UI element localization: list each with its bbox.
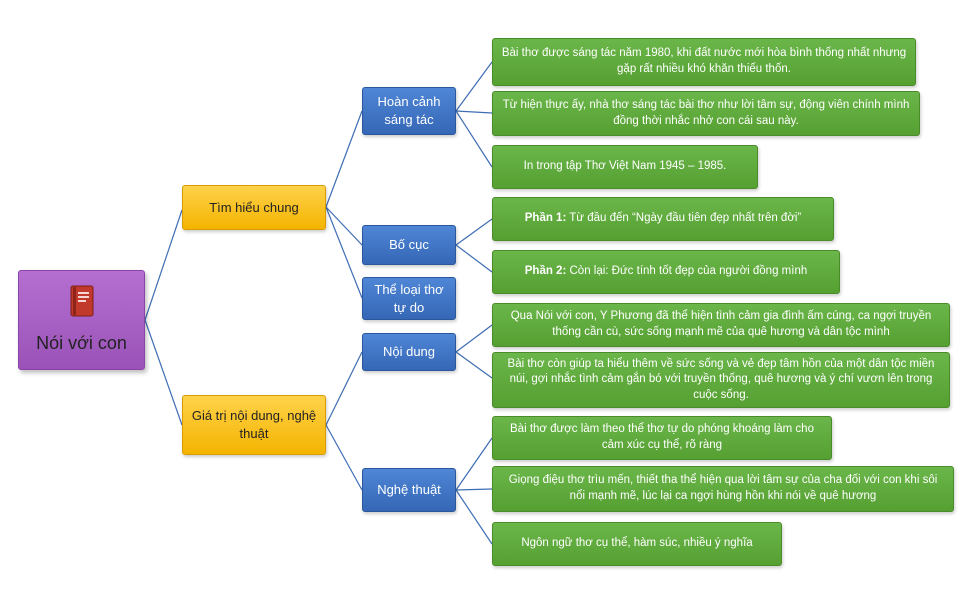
- leaf-text: Qua Nói với con, Y Phương đã thể hiện tì…: [510, 310, 932, 338]
- link-leaf-1-0-1: [455, 351, 493, 379]
- link-leaf-1-0-0: [455, 324, 493, 353]
- book-icon: [70, 285, 93, 317]
- topic-label: Nội dung: [382, 344, 436, 360]
- link-branch-1-child-0: [325, 351, 363, 426]
- leaf-art-1[interactable]: Bài thơ được làm theo thể thơ tự do phón…: [492, 416, 832, 460]
- topic-context[interactable]: Hoàn cảnh sáng tác: [362, 87, 456, 135]
- leaf-rest: Từ đầu đến “Ngày đầu tiên đẹp nhất trên …: [566, 212, 802, 225]
- link-branch-0-child-0: [325, 110, 363, 208]
- topic-label: Hoàn cảnh sáng tác: [377, 94, 441, 127]
- topic-label: Thể loại thơ tự do: [374, 281, 444, 315]
- branch-label: Giá trị nội dung, nghệ thuật: [191, 408, 317, 441]
- topic-art[interactable]: Nghệ thuật: [362, 468, 456, 512]
- leaf-text: Bài thơ được làm theo thể thơ tự do phón…: [510, 423, 814, 451]
- leaf-context-3[interactable]: In trong tập Thơ Việt Nam 1945 – 1985.: [492, 145, 758, 189]
- leaf-layout-1[interactable]: Phần 1: Từ đầu đến “Ngày đầu tiên đẹp nh…: [492, 197, 834, 241]
- branch-label: Tìm hiểu chung: [209, 199, 299, 215]
- leaf-text: Bài thơ còn giúp ta hiểu thêm về sức sốn…: [507, 357, 935, 401]
- link-branch-1-child-1: [325, 424, 363, 491]
- leaf-bold: Phần 1:: [524, 212, 567, 225]
- topic-content[interactable]: Nội dung: [362, 333, 456, 371]
- leaf-text: Giọng điệu thơ trìu mến, thiết tha thể h…: [508, 474, 938, 502]
- branch-values[interactable]: Giá trị nội dung, nghệ thuật: [182, 395, 326, 455]
- topic-label: Nghệ thuật: [377, 482, 441, 498]
- leaf-bold: Phần 2:: [524, 265, 567, 278]
- link-leaf-0-1-0: [455, 218, 493, 246]
- leaf-content-2[interactable]: Bài thơ còn giúp ta hiểu thêm về sức sốn…: [492, 352, 950, 408]
- topic-layout[interactable]: Bố cục: [362, 225, 456, 265]
- leaf-rest: Còn lại: Đức tính tốt đẹp của người đồng…: [566, 265, 808, 278]
- topic-label: Bố cục: [389, 237, 429, 253]
- leaf-content-1[interactable]: Qua Nói với con, Y Phương đã thể hiện tì…: [492, 303, 950, 347]
- link-leaf-0-0-2: [455, 110, 493, 168]
- link-leaf-0-0-1: [455, 110, 493, 114]
- link-leaf-0-1-1: [455, 244, 493, 273]
- link-branch-0-child-1: [325, 206, 363, 246]
- link-branch-0-child-2: [325, 206, 363, 299]
- link-leaf-0-0-0: [455, 61, 493, 112]
- link-leaf-1-1-1: [455, 488, 493, 491]
- link-leaf-1-1-0: [455, 437, 493, 491]
- leaf-art-2[interactable]: Giọng điệu thơ trìu mến, thiết tha thể h…: [492, 466, 954, 512]
- leaf-text: Phần 1: Từ đầu đến “Ngày đầu tiên đẹp nh…: [525, 211, 802, 227]
- branch-general[interactable]: Tìm hiểu chung: [182, 185, 326, 230]
- link-root-branch-0: [144, 209, 183, 321]
- topic-genre[interactable]: Thể loại thơ tự do: [362, 277, 456, 320]
- leaf-text: In trong tập Thơ Việt Nam 1945 – 1985.: [523, 160, 727, 173]
- leaf-art-3[interactable]: Ngôn ngữ thơ cụ thể, hàm súc, nhiều ý ng…: [492, 522, 782, 566]
- link-leaf-1-1-2: [455, 489, 493, 545]
- link-root-branch-1: [144, 319, 183, 426]
- leaf-context-1[interactable]: Bài thơ được sáng tác năm 1980, khi đất …: [492, 38, 916, 86]
- root-topic[interactable]: Nói với con: [18, 270, 145, 370]
- leaf-text: Ngôn ngữ thơ cụ thể, hàm súc, nhiều ý ng…: [521, 537, 753, 550]
- leaf-text: Bài thơ được sáng tác năm 1980, khi đất …: [501, 47, 907, 75]
- leaf-context-2[interactable]: Từ hiện thực ấy, nhà thơ sáng tác bài th…: [492, 91, 920, 136]
- leaf-text: Phần 2: Còn lại: Đức tính tốt đẹp của ng…: [525, 264, 807, 280]
- root-title: Nói với con: [36, 332, 127, 353]
- leaf-text: Từ hiện thực ấy, nhà thơ sáng tác bài th…: [502, 98, 910, 127]
- leaf-layout-2[interactable]: Phần 2: Còn lại: Đức tính tốt đẹp của ng…: [492, 250, 840, 294]
